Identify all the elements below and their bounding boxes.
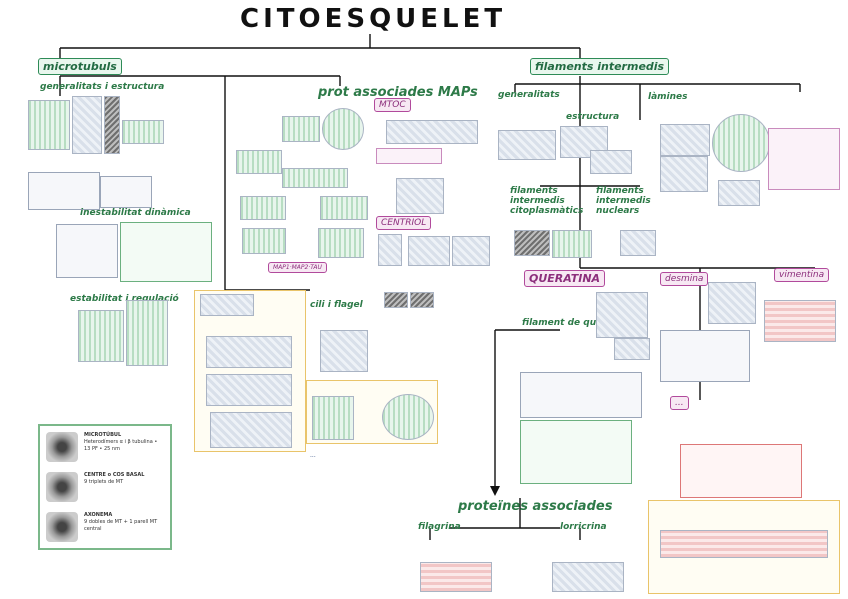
maps-caption: MAP1·MAP2·TAU — [268, 262, 327, 273]
desmin-image — [708, 282, 756, 324]
fi-cyto-image — [552, 230, 592, 258]
dynein-diagram — [206, 374, 292, 406]
mtoc-note — [376, 148, 442, 164]
maps-image-2 — [236, 150, 282, 174]
maps-image-4 — [320, 196, 368, 220]
mt-polymerization-graph — [28, 172, 100, 210]
keratin-disease-panel — [520, 420, 632, 484]
vimentin-image — [764, 300, 836, 342]
fi-structure-image — [590, 150, 632, 174]
mt-gtp-cap-diagram — [120, 222, 212, 282]
lorricrina-image — [552, 562, 624, 592]
fi-micrograph — [514, 230, 550, 256]
cilia-structure — [320, 330, 368, 372]
mt-inestabilitat-heading: inestabilitat dinàmica — [80, 208, 191, 218]
maps-star-image — [322, 108, 364, 150]
motors-table — [200, 294, 254, 316]
cilia-micrograph-2 — [410, 292, 434, 308]
legend-text: 9 triplets de MT — [84, 479, 123, 485]
mt-generalitats-heading: generalitats i estructura — [40, 82, 164, 92]
legend-label: MICROTÚBUL — [84, 432, 121, 438]
mt-cross-section-image — [122, 120, 164, 144]
nucleus-lamina-image — [712, 114, 770, 172]
branch-filaments-intermedis: filaments intermedis — [530, 58, 669, 75]
mtoc-diagram — [386, 120, 478, 144]
axonema-cross-section — [382, 394, 434, 440]
keratin-image — [596, 292, 648, 338]
keratin-assembly-panel — [520, 372, 642, 418]
mt-protofilament-image — [72, 96, 102, 154]
centrosome-photo — [396, 178, 444, 214]
legend-label: CENTRE o COS BASAL — [84, 472, 144, 478]
proteines-associades-heading: proteïnes associades — [458, 500, 612, 514]
epidermis-image — [660, 530, 828, 558]
mt-micrograph-image — [104, 96, 120, 154]
mtoc-tag: MTOC — [374, 98, 411, 112]
fi-laminines-heading: làmines — [648, 92, 688, 102]
desmin-disease-panel — [660, 330, 750, 382]
neuro-tag: ... — [670, 396, 689, 410]
fi-nuclears-heading: filaments intermedis nuclears — [596, 186, 676, 216]
legend-text: 9 dobles de MT + 1 parell MT central — [84, 519, 157, 532]
page-title: CITOESQUELET — [240, 4, 500, 34]
cilia-micrograph — [384, 292, 408, 308]
cili-flagel-heading: cili i flagel — [310, 300, 363, 310]
keratin-detail — [614, 338, 650, 360]
centriol-image — [378, 234, 402, 266]
neuro-panel — [680, 444, 802, 498]
legend-label: AXONEMA — [84, 512, 112, 518]
mt-dynamics-diagram — [56, 224, 118, 278]
lamina-image — [660, 124, 710, 156]
vimentina-tag: vimentina — [774, 268, 829, 282]
mt-stability-image — [78, 310, 124, 362]
legend-text: Heterodímers α i β tubulina • 13 PF • 25… — [84, 439, 157, 452]
axonema-image — [46, 512, 78, 542]
fi-estructura-heading: estructura — [566, 112, 619, 122]
centriol-diagram — [408, 236, 450, 266]
filagrina-heading: filagrina — [418, 522, 461, 532]
lamina-disease-panel — [768, 128, 840, 190]
microtubul-image — [46, 432, 78, 462]
maps-central-image — [282, 168, 348, 188]
desmina-tag: desmina — [660, 272, 708, 286]
centriol-micrograph — [452, 236, 490, 266]
maps-image-3 — [240, 196, 286, 220]
branch-microtubuls: microtubuls — [38, 58, 122, 75]
maps-image-1 — [282, 116, 320, 142]
centriol-tag: CENTRIOL — [376, 216, 431, 230]
maps-image-6 — [318, 228, 364, 258]
motors-note: ... — [310, 452, 440, 459]
queratina-tag: QUERATINA — [524, 270, 605, 287]
cilia-image — [312, 396, 354, 440]
mt-growth-graph — [100, 176, 152, 208]
axonema-diagram — [210, 412, 292, 448]
kinesin-diagram — [206, 336, 292, 368]
lorricrina-heading: lorricrina — [560, 522, 607, 532]
filagrina-image — [420, 562, 492, 592]
fi-domain-diagram — [498, 130, 556, 160]
lamina-detail-image — [718, 180, 760, 206]
centre-image — [46, 472, 78, 502]
mt-bundle-image — [126, 300, 168, 366]
fi-nuclear-image — [620, 230, 656, 256]
fi-citoplasmatics-heading: filaments intermedis citoplasmàtics — [510, 186, 600, 216]
fi-generalitats-heading: generalitats — [498, 90, 560, 100]
mt-structure-image — [28, 100, 70, 150]
maps-image-5 — [242, 228, 286, 254]
